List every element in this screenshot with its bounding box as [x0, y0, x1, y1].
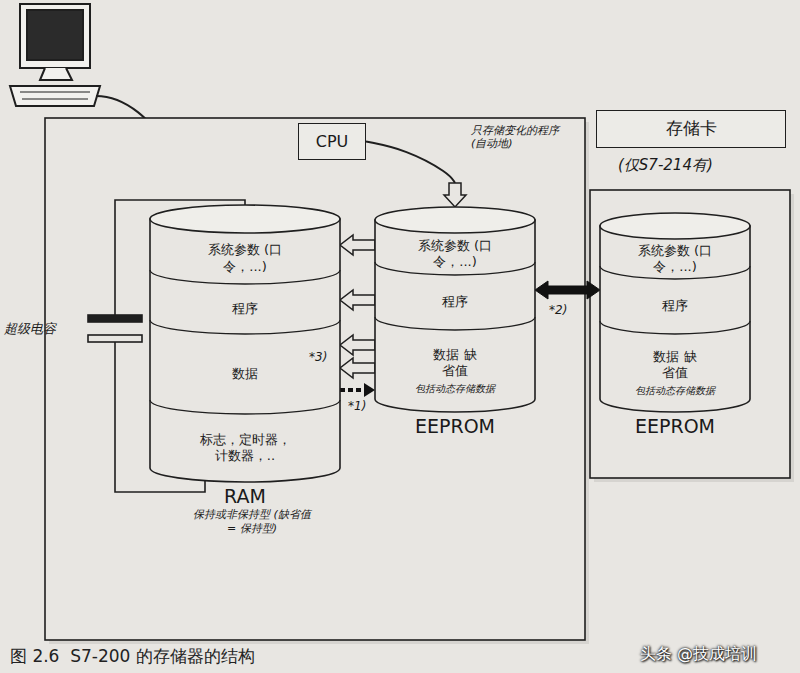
box-label: CPU	[316, 132, 349, 152]
section-divider	[375, 317, 535, 330]
section-divider	[600, 321, 750, 334]
cylinder-body	[375, 220, 535, 412]
memory-label: EEPROM	[355, 415, 555, 439]
monitor-screen	[27, 10, 83, 60]
block-arrow	[535, 281, 600, 299]
memory-section: 数据 缺省值包括动态存储数据	[375, 330, 535, 412]
wire	[115, 342, 205, 492]
dashed-arrow-shaft	[340, 388, 364, 392]
note: (仅S7-214有)	[618, 156, 713, 175]
memory-section: 数据 缺省值包括动态存储数据	[600, 334, 750, 412]
ram-cylinder: RAM系统参数 (口令，...)程序数据标志，定时器， 计数器，..	[150, 205, 340, 482]
capacitor-plate	[88, 315, 142, 322]
memory-label: RAM	[130, 485, 360, 509]
watermark: 头条 @技成培训	[640, 644, 757, 664]
memory-section: 标志，定时器， 计数器，..	[150, 414, 340, 482]
memory-section: 程序	[150, 284, 340, 334]
capacitor-symbol	[88, 200, 245, 492]
cylinder-top	[600, 213, 750, 239]
section-text: 包括动态存储数据	[635, 385, 715, 398]
memory-label: EEPROM	[580, 415, 770, 439]
cable	[366, 142, 455, 184]
computer-icon	[10, 4, 100, 106]
connector-arrow	[340, 383, 375, 397]
section-text: 程序	[442, 294, 468, 310]
arrow-head	[364, 383, 375, 397]
cylinder-top	[150, 205, 340, 233]
block-arrow	[340, 290, 375, 310]
plc-housing	[45, 118, 585, 640]
section-text: 系统参数 (口令，...)	[416, 238, 494, 271]
keyboard	[10, 86, 100, 106]
note: 保持或非保持型 (缺省值 = 保持型)	[188, 508, 316, 536]
memory-section: 系统参数 (口令，...)	[150, 233, 340, 284]
callout-number: *2)	[548, 303, 568, 317]
connector-arrow	[340, 358, 375, 378]
figure-caption: 图 2.6 S7-200 的存储器的结构	[10, 646, 255, 667]
section-divider	[150, 320, 340, 334]
callout-number: *1)	[347, 399, 367, 413]
connector-arrow	[535, 281, 600, 299]
connector-arrow	[366, 142, 466, 208]
cpu-box: CPU	[298, 123, 366, 160]
monitor-stand	[40, 68, 72, 80]
block-arrow	[340, 335, 375, 355]
cylinder-top	[375, 207, 535, 233]
section-text: 系统参数 (口令，...)	[636, 243, 714, 276]
section-divider	[150, 270, 340, 284]
connector-arrow	[340, 290, 375, 310]
cylinder-body	[150, 219, 340, 482]
block-arrow	[340, 235, 375, 255]
callout-number: *3)	[308, 350, 328, 364]
section-divider	[600, 266, 750, 279]
section-text: 数据 缺省值	[649, 349, 701, 382]
connector-arrow	[340, 335, 375, 355]
capacitor-plate	[88, 335, 142, 342]
block-arrow	[444, 183, 466, 207]
eeprom-cylinder: EEPROM系统参数 (口令，...)程序数据 缺省值包括动态存储数据	[600, 213, 750, 412]
memory-section: 数据	[150, 334, 340, 414]
connector-arrow	[340, 235, 375, 255]
section-text: 标志，定时器， 计数器，..	[193, 432, 297, 465]
memory-section: 系统参数 (口令，...)	[600, 239, 750, 279]
section-text: 包括动态存储数据	[415, 383, 495, 396]
memory-section: 程序	[600, 279, 750, 334]
section-text: 程序	[232, 301, 258, 317]
monitor-case	[20, 4, 90, 68]
section-text: 程序	[662, 298, 688, 314]
memory-card-frame	[590, 190, 790, 478]
section-text: 系统参数 (口令，...)	[206, 242, 284, 275]
component-label: 超级电容	[4, 321, 56, 337]
cylinder-outline	[375, 207, 535, 412]
eeprom-cylinder: EEPROM系统参数 (口令，...)程序数据 缺省值包括动态存储数据	[375, 207, 535, 412]
section-text: 数据	[232, 366, 258, 382]
cylinder-outline	[150, 205, 340, 482]
memory-section: 程序	[375, 275, 535, 330]
box-label: 存储卡	[666, 118, 717, 139]
section-divider	[150, 400, 340, 414]
memory-section: 系统参数 (口令，...)	[375, 233, 535, 275]
section-divider	[375, 262, 535, 275]
wire	[115, 200, 245, 316]
block-arrow	[340, 358, 375, 378]
cylinder-body	[600, 226, 750, 412]
keyboard-keys	[20, 92, 90, 99]
memory-card-title: 存储卡	[596, 110, 786, 148]
annotation: 只存储变化的程序(自动地)	[470, 124, 572, 150]
cylinder-outline	[600, 213, 750, 412]
section-text: 数据 缺省值	[429, 347, 481, 380]
